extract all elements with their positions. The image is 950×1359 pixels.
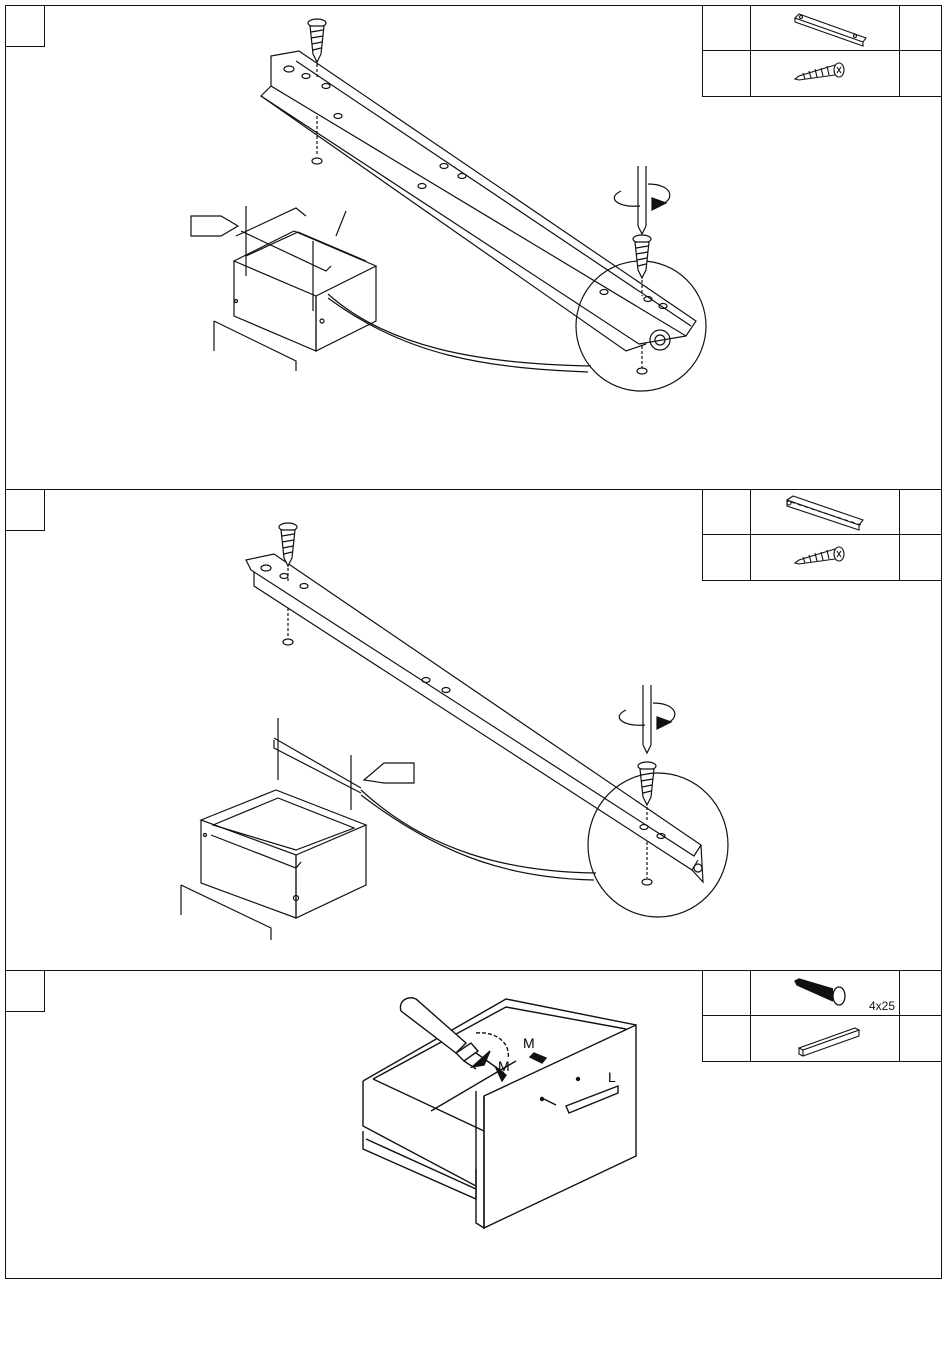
cabinet-overview: [214, 206, 376, 371]
label-screw-m-lower: M: [498, 1058, 510, 1074]
label-handle-l: L: [608, 1069, 616, 1085]
wood-screw-icon: [751, 535, 901, 580]
cabinet-overview: [181, 718, 366, 940]
drawer-rail-icon: [751, 6, 901, 51]
parts-row: [703, 490, 941, 535]
parts-row: 4x25: [703, 971, 941, 1016]
step-3-parts-list: 4x25: [702, 970, 942, 1062]
callout-tag: [191, 216, 238, 236]
parts-row: [703, 535, 941, 580]
screwdriver-tip: [619, 685, 674, 753]
callout-tag: [364, 763, 414, 783]
parts-row: [703, 51, 941, 96]
step-2-parts-list: [702, 489, 942, 581]
part-qty: 4x25: [869, 999, 895, 1013]
cabinet-rail-closeup: [246, 554, 703, 882]
step-3-panel: M M L 4x25: [5, 970, 942, 1279]
step-2-panel: [5, 489, 942, 971]
screwdriver-tip: [614, 166, 669, 234]
handle-bar-icon: [751, 1016, 901, 1061]
parts-row: [703, 1016, 941, 1061]
step-1-parts-list: [702, 5, 942, 97]
parts-row: [703, 6, 941, 51]
detail-connector: [328, 294, 591, 366]
drawer-rail-closeup: [261, 51, 696, 351]
label-screw-m-upper: M: [523, 1035, 535, 1051]
drawer-box: [363, 999, 636, 1228]
step-1-panel: [5, 5, 942, 490]
wood-screw-icon: [751, 51, 901, 96]
cabinet-rail-icon: [751, 490, 901, 535]
